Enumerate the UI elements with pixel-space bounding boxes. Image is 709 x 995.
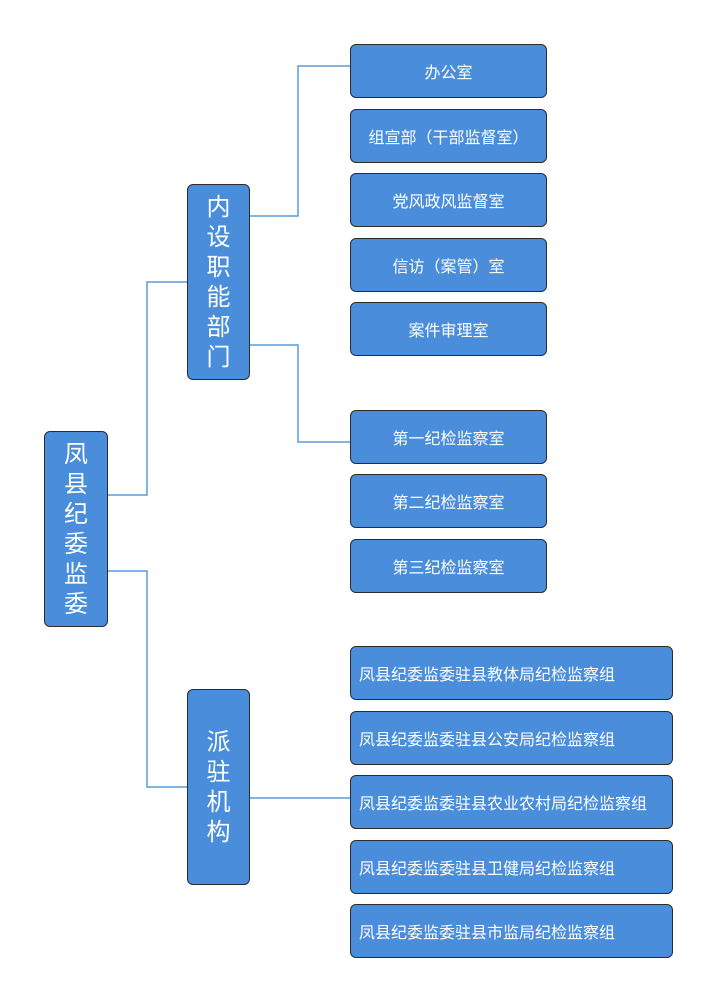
dept-node-label: 办公室 (424, 63, 473, 82)
dept-node[interactable]: 第二纪检监察室 (350, 474, 547, 528)
branch-dispatched-agencies[interactable]: 派驻机构 (187, 689, 250, 885)
dispatched-group-node[interactable]: 凤县纪委监委驻县市监局纪检监察组 (350, 904, 673, 958)
connector-root-to-dispatched (108, 570, 187, 788)
dispatched-group-label: 凤县纪委监委驻县公安局纪检监察组 (359, 730, 616, 749)
dispatched-group-label: 凤县纪委监委驻县教体局纪检监察组 (359, 665, 616, 684)
dispatched-group-node[interactable]: 凤县纪委监委驻县农业农村局纪检监察组 (350, 775, 673, 829)
dept-node[interactable]: 信访（案管）室 (350, 238, 547, 292)
dept-node[interactable]: 案件审理室 (350, 302, 547, 356)
dept-node-label: 第二纪检监察室 (392, 493, 505, 512)
dept-node-label: 组宣部（干部监督室） (368, 128, 529, 147)
branch-dispatched-agencies-label: 派驻机构 (206, 728, 231, 846)
connector-root-to-internal (108, 281, 187, 496)
dept-node[interactable]: 第三纪检监察室 (350, 539, 547, 593)
dept-node[interactable]: 办公室 (350, 44, 547, 98)
root-node[interactable]: 凤县纪委监委 (44, 431, 108, 627)
dept-node[interactable]: 组宣部（干部监督室） (350, 109, 547, 163)
branch-internal-departments-label: 内设职能部门 (206, 193, 231, 371)
dept-node[interactable]: 第一纪检监察室 (350, 410, 547, 464)
dispatched-group-node[interactable]: 凤县纪委监委驻县教体局纪检监察组 (350, 646, 673, 700)
dept-node-label: 信访（案管）室 (392, 257, 505, 276)
connector-internal-to-office (250, 65, 350, 217)
dept-node-label: 第一纪检监察室 (392, 429, 505, 448)
connector-internal-to-discipline (250, 344, 350, 443)
dispatched-group-node[interactable]: 凤县纪委监委驻县卫健局纪检监察组 (350, 840, 673, 894)
dispatched-group-label: 凤县纪委监委驻县市监局纪检监察组 (359, 923, 616, 942)
dispatched-group-label: 凤县纪委监委驻县卫健局纪检监察组 (359, 859, 616, 878)
branch-internal-departments[interactable]: 内设职能部门 (187, 184, 250, 380)
dept-node-label: 案件审理室 (408, 321, 489, 340)
dispatched-group-node[interactable]: 凤县纪委监委驻县公安局纪检监察组 (350, 711, 673, 765)
dept-node[interactable]: 党风政风监督室 (350, 173, 547, 227)
dept-node-label: 党风政风监督室 (392, 192, 505, 211)
dept-node-label: 第三纪检监察室 (392, 558, 505, 577)
root-node-label: 凤县纪委监委 (63, 440, 88, 618)
dispatched-group-label: 凤县纪委监委驻县农业农村局纪检监察组 (359, 794, 648, 813)
